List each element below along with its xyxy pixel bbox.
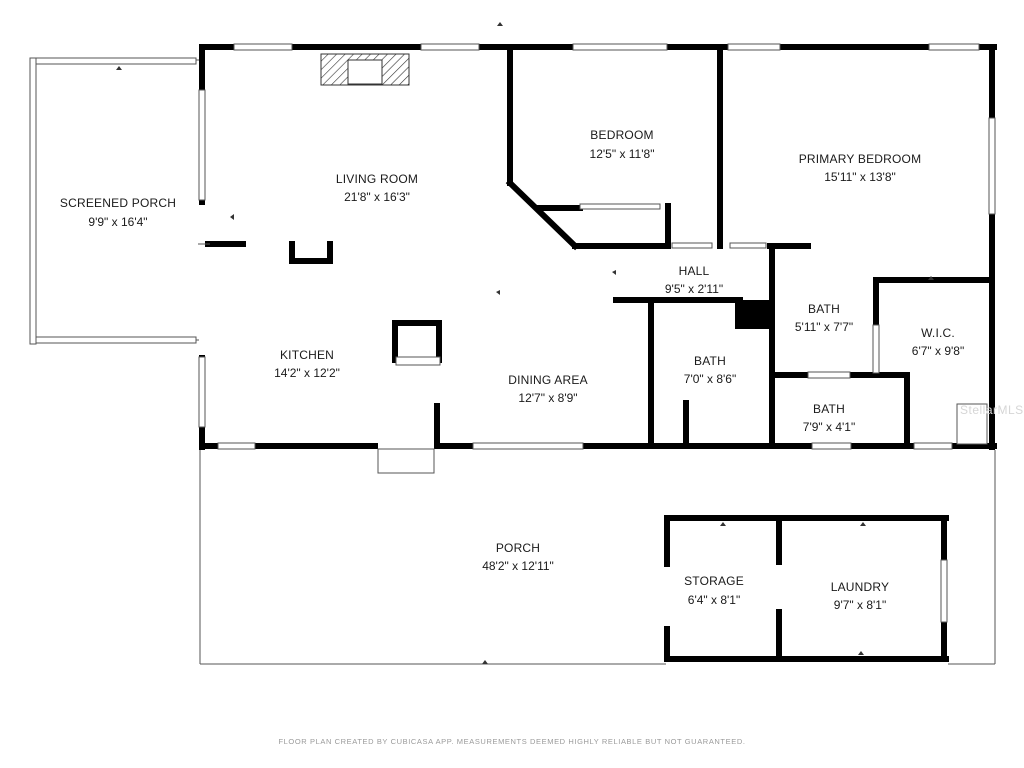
room-name-dining-area: DINING AREA <box>508 373 588 387</box>
room-name-living-room: LIVING ROOM <box>336 172 418 186</box>
watermark: StellarMLS <box>960 403 1024 417</box>
room-name-bath-2: BATH <box>694 354 726 368</box>
room-name-porch: PORCH <box>496 541 540 555</box>
room-name-laundry: LAUNDRY <box>831 580 890 594</box>
water-heater <box>735 300 771 329</box>
door-openings <box>199 205 670 626</box>
room-name-primary-bedroom: PRIMARY BEDROOM <box>799 152 922 166</box>
room-name-storage: STORAGE <box>684 574 744 588</box>
room-name-hall: HALL <box>679 264 710 278</box>
door-details <box>198 203 988 474</box>
room-dims-bedroom: 12'5" x 11'8" <box>590 147 655 161</box>
room-dims-primary-bedroom: 15'11" x 13'8" <box>824 170 896 184</box>
room-labels: SCREENED PORCH 9'9" x 16'4" LIVING ROOM … <box>60 128 964 612</box>
direction-markers <box>116 22 934 664</box>
room-dims-kitchen: 14'2" x 12'2" <box>274 366 340 380</box>
room-dims-dining-area: 12'7" x 8'9" <box>518 391 577 405</box>
room-name-kitchen: KITCHEN <box>280 348 334 362</box>
room-name-bedroom: BEDROOM <box>590 128 653 142</box>
footer-disclaimer: FLOOR PLAN CREATED BY CUBICASA APP. MEAS… <box>278 737 746 746</box>
room-dims-bath-1: 5'11" x 7'7" <box>795 320 853 334</box>
windows <box>198 43 996 623</box>
room-name-bath-3: BATH <box>813 402 845 416</box>
room-name-screened-porch: SCREENED PORCH <box>60 196 176 210</box>
room-dims-bath-3: 7'9" x 4'1" <box>803 420 855 434</box>
room-dims-living-room: 21'8" x 16'3" <box>344 190 410 204</box>
room-dims-hall: 9'5" x 2'11" <box>665 282 723 296</box>
room-dims-wic: 6'7" x 9'8" <box>912 344 964 358</box>
room-name-wic: W.I.C. <box>921 326 955 340</box>
room-dims-screened-porch: 9'9" x 16'4" <box>88 215 147 229</box>
fireplace <box>320 53 410 86</box>
screened-porch-screens <box>29 57 197 345</box>
room-dims-porch: 48'2" x 12'11" <box>482 559 554 573</box>
room-dims-laundry: 9'7" x 8'1" <box>834 598 886 612</box>
room-dims-bath-2: 7'0" x 8'6" <box>684 372 736 386</box>
room-name-bath-1: BATH <box>808 302 840 316</box>
room-dims-storage: 6'4" x 8'1" <box>688 593 740 607</box>
